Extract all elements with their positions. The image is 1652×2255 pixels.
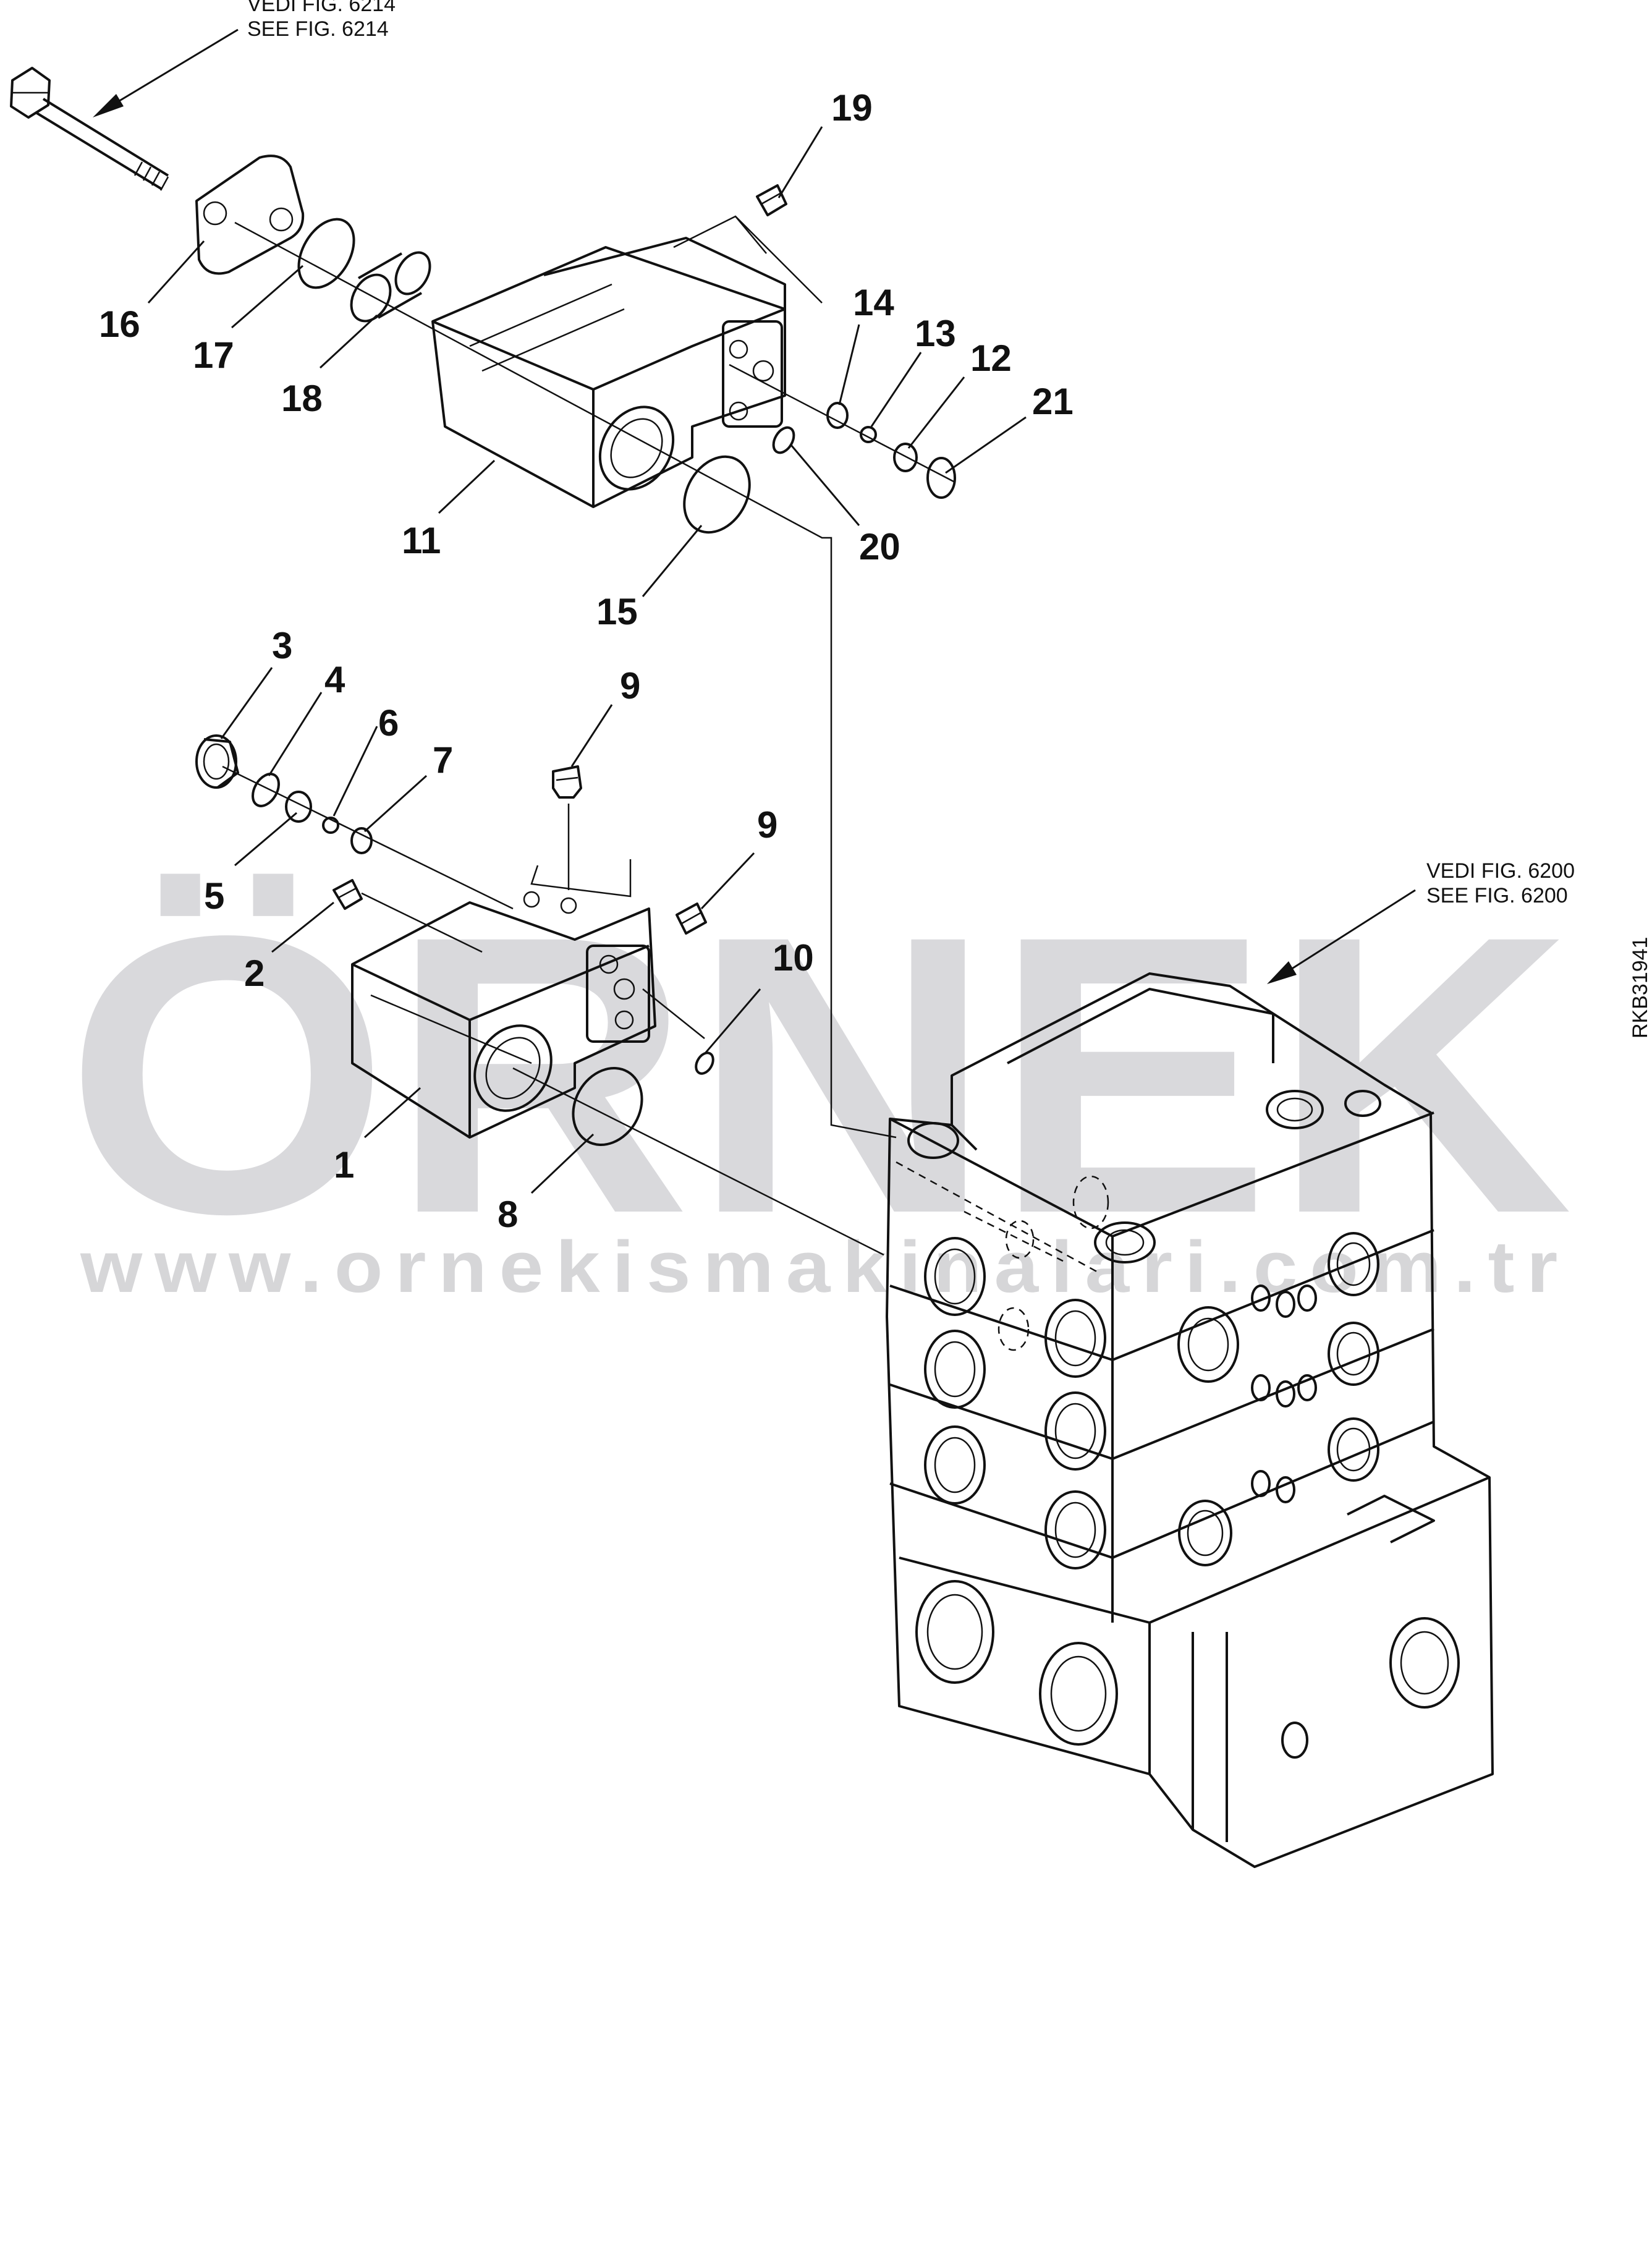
callout-1: 1: [334, 1144, 354, 1186]
lower-assembly: [195, 734, 884, 1256]
side-ports: [1177, 1232, 1460, 1759]
callout-9-right: 9: [757, 804, 777, 846]
watermark: ÖRNEK www.ornekismakinalari.com.tr: [65, 854, 1573, 1308]
callout-10: 10: [773, 937, 814, 979]
watermark-accent-left: [142, 946, 204, 980]
reference-right-line1: VEDI FIG. 6200: [1426, 859, 1575, 883]
o-ring-17: [297, 218, 355, 289]
callout-11: 11: [402, 520, 441, 561]
reference-right-line2: SEE FIG. 6200: [1426, 884, 1568, 907]
seat-7: [350, 827, 373, 854]
callout-18: 18: [281, 378, 323, 419]
watermark-accent-right: [213, 946, 275, 980]
bolt-head: [10, 67, 51, 119]
o-ring-8: [572, 1066, 643, 1147]
callout-3: 3: [272, 625, 292, 666]
callout-16: 16: [99, 304, 140, 345]
callout-20: 20: [859, 526, 900, 567]
plug-2: [333, 879, 363, 910]
callout-4: 4: [324, 659, 345, 700]
spring-5: [285, 791, 312, 823]
plug-9a: [552, 765, 582, 799]
plug-9b: [676, 902, 707, 935]
callout-14: 14: [853, 282, 894, 323]
o-ring-15: [683, 455, 751, 534]
callout-12: 12: [970, 338, 1012, 379]
lower-housing: [351, 859, 656, 1139]
o-ring-4: [252, 773, 280, 807]
upper-housing: [431, 215, 823, 508]
reference-top-arrowhead: [93, 94, 124, 117]
reference-right-arrowhead: [1267, 961, 1297, 984]
reference-top-line2: SEE FIG. 6214: [247, 17, 389, 41]
leaders: [147, 126, 1027, 1194]
callout-9-top: 9: [620, 665, 640, 707]
o-ring-21: [926, 457, 956, 499]
reference-top-arrow: [101, 28, 239, 113]
callout-15: 15: [596, 591, 638, 632]
reference-top-line1: VEDI FIG. 6214: [247, 0, 396, 16]
callout-13: 13: [915, 313, 956, 354]
reference-right-arrow: [1279, 889, 1416, 978]
seat-12: [893, 443, 918, 472]
spacer: [350, 251, 431, 323]
callout-5: 5: [204, 875, 224, 917]
callout-8: 8: [498, 1194, 518, 1235]
ball-13: [860, 426, 877, 443]
callouts: 19 16 17 18 11 14 13 12 21 20 15 3 4 6 7…: [99, 87, 1074, 1235]
bolt: [10, 67, 169, 191]
watermark-url: www.ornekismakinalari.com.tr: [80, 1226, 1570, 1308]
callout-17: 17: [193, 334, 234, 376]
top-reference: VEDI FIG. 6214 SEE FIG. 6214: [93, 0, 396, 117]
callout-21: 21: [1032, 381, 1074, 422]
cover-plate: [195, 155, 305, 275]
plug-3: [195, 734, 239, 789]
ball-6: [322, 817, 339, 834]
drawing-code: RKB31941: [1629, 937, 1652, 1038]
upper-assembly: [10, 67, 956, 1139]
o-ring-20: [772, 426, 795, 454]
plug-19: [756, 184, 787, 216]
callout-19: 19: [831, 87, 873, 129]
front-ports: [915, 1237, 1118, 1746]
right-reference: VEDI FIG. 6200 SEE FIG. 6200: [1267, 859, 1575, 984]
main-valve-body: [886, 972, 1494, 1868]
o-ring-10: [695, 1051, 714, 1075]
callout-7: 7: [433, 739, 453, 781]
callout-2: 2: [244, 953, 265, 994]
callout-6: 6: [378, 702, 399, 744]
